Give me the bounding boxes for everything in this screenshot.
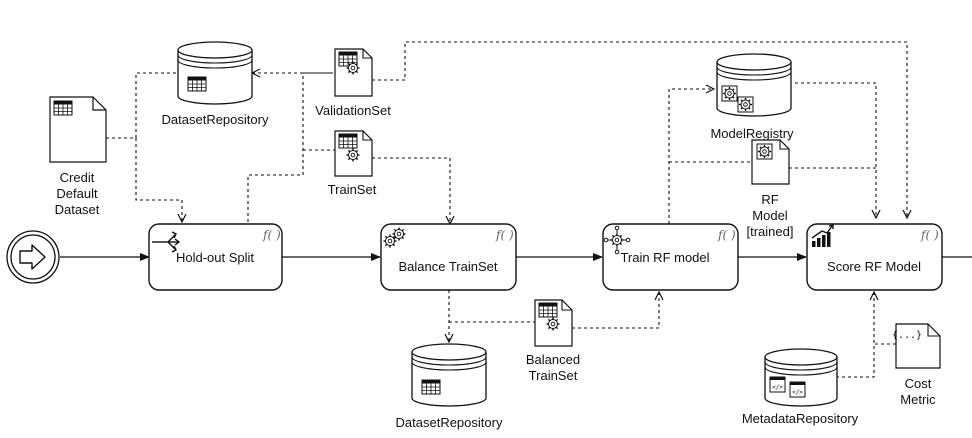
assoc-balanced-to-train — [572, 292, 659, 329]
gear-icon — [721, 85, 754, 113]
dataobject-label-line: Model — [752, 208, 788, 223]
datastore-dataset-repository-bottom[interactable]: DatasetRepository — [396, 343, 503, 430]
task-balance-trainset[interactable]: f( ) Balance TrainSet — [380, 223, 517, 291]
dataobject-train-set[interactable]: TrainSet — [328, 130, 377, 197]
task-label: Train RF model — [620, 250, 709, 265]
task-fx-label: f( ) — [717, 228, 736, 242]
dataobject-label-line: Credit — [60, 170, 95, 185]
store-label: DatasetRepository — [396, 415, 503, 430]
dataobject-credit-default-dataset[interactable]: Credit Default Dataset — [49, 96, 107, 217]
dataobject-label-line: Dataset — [55, 202, 100, 217]
task-fx-label: f( ) — [920, 228, 939, 242]
assoc-metadata-to-score — [836, 292, 874, 378]
gear-icon — [345, 147, 361, 163]
dataobject-rf-model[interactable]: RF Model [trained] — [747, 139, 794, 239]
assoc-trainset-to-balance — [372, 157, 450, 224]
dataobject-balanced-trainset[interactable]: Balanced TrainSet — [526, 299, 580, 383]
store-label: ModelRegistry — [710, 126, 794, 141]
datastore-dataset-repository-top[interactable]: DatasetRepository — [162, 41, 269, 127]
table-icon — [53, 100, 73, 116]
gear-icon — [345, 60, 361, 76]
dataobject-cost-metric[interactable]: {...} Cost Metric — [892, 323, 941, 407]
assoc-dataset-to-holdout — [135, 138, 182, 222]
arrow-right-icon — [19, 244, 46, 270]
assoc-train-to-registry — [668, 89, 714, 224]
task-fx-label: f( ) — [262, 228, 281, 242]
split-icon — [152, 231, 181, 253]
dataobject-label-line: RF — [761, 192, 778, 207]
code-file-icon: </> </> — [769, 376, 806, 398]
task-label: Hold-out Split — [176, 250, 254, 265]
dataobject-label-line: Cost — [905, 376, 932, 391]
task-label: Score RF Model — [827, 259, 921, 274]
datastore-metadata-repository[interactable]: </> </> MetadataRepository — [742, 348, 859, 426]
table-icon — [538, 302, 558, 318]
task-label: Balance TrainSet — [398, 259, 497, 274]
dataobject-label-line: Balanced — [526, 352, 580, 367]
table-icon — [187, 76, 207, 92]
assoc-repo-link — [106, 72, 178, 139]
assoc-validation-to-score — [372, 41, 907, 218]
start-event[interactable] — [6, 230, 60, 284]
task-score-rf-model[interactable]: f( ) Score RF Model — [806, 223, 943, 291]
dataobject-label-line: [trained] — [747, 224, 794, 239]
table-icon — [421, 379, 441, 395]
store-label: MetadataRepository — [742, 411, 859, 426]
bar-chart-icon — [811, 224, 834, 247]
task-train-rf-model[interactable]: f( ) Train RF model — [602, 223, 739, 291]
dataobject-label: ValidationSet — [315, 103, 391, 118]
svg-text:</>: </> — [792, 389, 803, 396]
gear-icon — [545, 316, 561, 332]
table-icon — [338, 133, 358, 149]
store-label: DatasetRepository — [162, 112, 269, 127]
dataobject-validation-set[interactable]: ValidationSet — [315, 48, 391, 118]
dataobject-label-line: Default — [56, 186, 98, 201]
data-associations — [106, 41, 907, 378]
dataobject-label-line: TrainSet — [529, 368, 578, 383]
datastore-model-registry[interactable]: ModelRegistry — [710, 53, 794, 141]
dataobject-label: TrainSet — [328, 182, 377, 197]
curly-braces-icon: {...} — [892, 330, 922, 341]
task-holdout-split[interactable]: f( ) Hold-out Split — [148, 223, 283, 291]
assoc-holdout-to-validation — [247, 72, 333, 222]
svg-text:</>: </> — [772, 384, 783, 391]
task-fx-label: f( ) — [495, 228, 514, 242]
assoc-registry-to-score — [795, 82, 876, 218]
dataobject-label-line: Metric — [900, 392, 936, 407]
